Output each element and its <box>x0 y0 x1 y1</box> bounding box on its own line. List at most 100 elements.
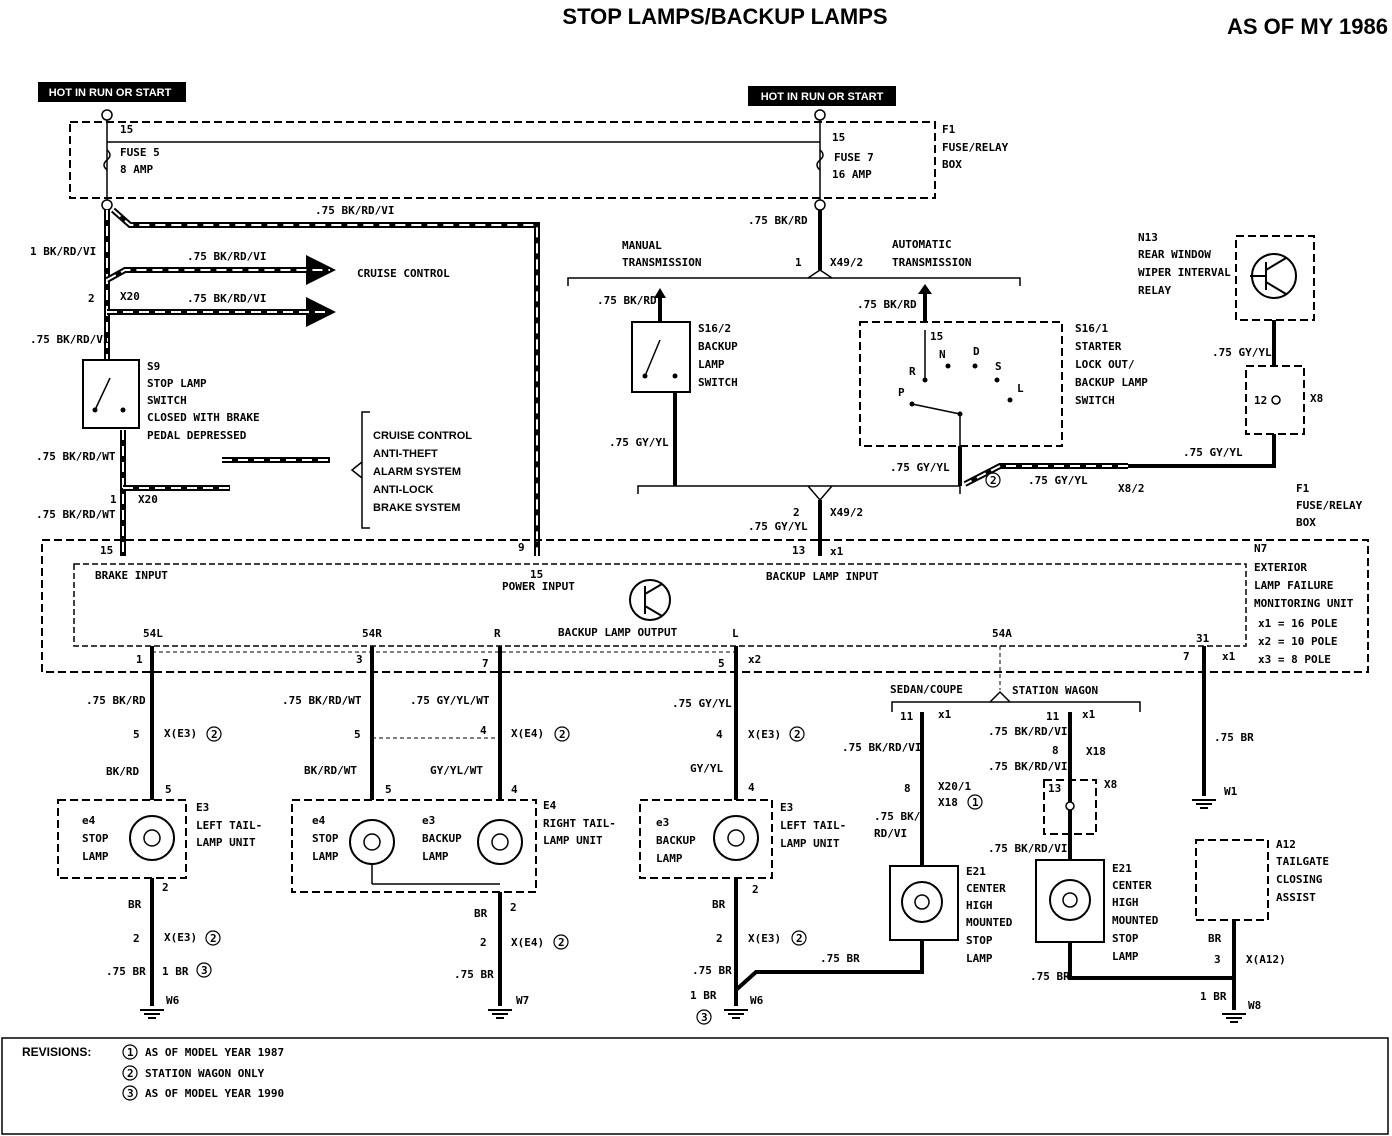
gear-label: N <box>939 348 946 361</box>
right-tail-lamp-unit <box>291 799 537 893</box>
wire-label: .75 BK/RD <box>86 694 146 707</box>
pin-label: 2 <box>510 901 517 914</box>
ground-icon <box>724 1009 748 1019</box>
wire-label: 1 BK/RD/VI <box>30 245 96 258</box>
f1-right-label: FUSE/RELAY <box>1296 499 1363 512</box>
wire-label: BR <box>474 907 488 920</box>
brake-input-label: BRAKE INPUT <box>95 569 168 582</box>
wire-label: .75 GY/YL/WT <box>410 694 490 707</box>
lamp-label: BACKUP <box>656 834 696 847</box>
manual-label: TRANSMISSION <box>622 256 701 269</box>
pin-label: 4 <box>480 724 487 737</box>
e3-label: LEFT TAIL- <box>196 819 262 832</box>
e21-label: HIGH <box>966 899 993 912</box>
backup-input-label: BACKUP LAMP INPUT <box>766 570 879 583</box>
wire-label: .75 BR <box>1214 731 1254 744</box>
wire-label: .75 BK/RD/VI <box>842 741 921 754</box>
wire-label: 1 BR <box>162 965 189 978</box>
auto-label: AUTOMATIC <box>892 238 952 251</box>
ground-w7: W7 <box>516 994 529 1007</box>
pin-label: 5 <box>165 783 172 796</box>
connector-x49-2: X49/2 <box>830 256 863 269</box>
connector-x2: x2 <box>748 653 761 666</box>
pin-label: 3 <box>356 653 363 666</box>
wire-label: GY/YL <box>690 762 723 775</box>
n7-inner-box <box>73 563 1247 647</box>
wire-label: 1 BR <box>1200 990 1227 1003</box>
e21-label: LAMP <box>1112 950 1139 963</box>
connector-x1: x1 <box>830 545 844 558</box>
wire-label: .75 BR <box>106 965 146 978</box>
a12-label: CLOSING <box>1276 873 1323 886</box>
n7-pole-info: x1 = 16 POLE <box>1258 617 1337 630</box>
gear-label: L <box>1017 382 1024 395</box>
connector-xe3: X(E3) <box>748 728 781 741</box>
wire-wagon-ground <box>1068 942 1234 980</box>
s9-label: CLOSED WITH BRAKE <box>147 411 260 424</box>
pin-label: 4 <box>716 728 723 741</box>
wire-label: .75 BR <box>820 952 860 965</box>
pin-label: 8 <box>1052 744 1059 757</box>
connector-x20-1: X20/1 <box>938 780 971 793</box>
fuse7-terminal: 15 <box>832 131 845 144</box>
brace-icon <box>350 411 370 529</box>
power-input-label: POWER INPUT <box>502 580 575 593</box>
wire-label: .75 BK/RD/VI <box>187 292 266 305</box>
n7-id: N7 <box>1254 542 1267 555</box>
n7-label: MONITORING UNIT <box>1254 597 1354 610</box>
wire-label: .75 BK/RD/WT <box>282 694 362 707</box>
wiper-relay <box>1235 235 1315 321</box>
brace-item: ALARM SYSTEM <box>373 466 461 478</box>
ground-icon <box>1222 1013 1246 1023</box>
pin-label: 54R <box>362 627 382 640</box>
wire-label: .75 GY/YL <box>748 520 808 533</box>
pin-label: 5 <box>133 728 140 741</box>
stop-lamp-switch <box>82 359 140 429</box>
wire-label: .75 BK/RD/VI <box>315 204 394 217</box>
pin-label: 2 <box>88 292 95 305</box>
wire-label: .75 BK/RD <box>857 298 917 311</box>
wire-label: .75 BK/RD/WT <box>36 508 116 521</box>
pin-label: 5 <box>718 657 725 670</box>
brace-icon <box>637 485 961 502</box>
s16-2-label: SWITCH <box>698 376 738 389</box>
wire-label: RD/VI <box>874 827 907 840</box>
connector-x8-box <box>1245 365 1305 435</box>
wagon-label: STATION WAGON <box>1012 684 1098 697</box>
e21-label: HIGH <box>1112 896 1139 909</box>
pin-label: 5 <box>354 728 361 741</box>
wire-label: BK/RD/WT <box>304 764 357 777</box>
wire-label: .75 BK/RD <box>748 214 808 227</box>
wire-label: .75 GY/YL <box>672 697 732 710</box>
n7-pole-info: x3 = 8 POLE <box>1258 653 1331 666</box>
s16-2-label: BACKUP <box>698 340 738 353</box>
revision-item: 3 AS OF MODEL YEAR 1990 <box>122 1085 284 1101</box>
e21-label: CENTER <box>966 882 1006 895</box>
s16-2-id: S16/2 <box>698 322 731 335</box>
wire-label: .75 GY/YL <box>609 436 669 449</box>
pin-label: 54L <box>143 627 163 640</box>
lamp-label: LAMP <box>312 850 339 863</box>
connector-x1: x1 <box>938 708 952 721</box>
pin-label: 4 <box>511 783 518 796</box>
connector-x49-2-lower: X49/2 <box>830 506 863 519</box>
wire-label: .75 BR <box>692 964 732 977</box>
connector-x8-2: X8/2 <box>1118 482 1145 495</box>
brace-item: ANTI-THEFT <box>373 448 438 460</box>
backup-output-label: BACKUP LAMP OUTPUT <box>558 626 678 639</box>
e4-id: E4 <box>543 799 557 812</box>
connector-x20-lower: X20 <box>138 493 158 506</box>
pin-label: 2 <box>133 932 140 945</box>
fuse5-terminal: 15 <box>120 123 133 136</box>
hot-label-left: HOT IN RUN OR START <box>49 87 172 99</box>
n7-pole-info: x2 = 10 POLE <box>1258 635 1337 648</box>
model-year: AS OF MY 1986 <box>1227 14 1388 39</box>
pin-label: 3 <box>1214 953 1221 966</box>
e3-backup-label: LEFT TAIL- <box>780 819 846 832</box>
connector-x8: X8 <box>1310 392 1323 405</box>
brace-icon <box>567 269 1021 286</box>
ground-icon <box>488 1009 512 1019</box>
cruise-control-label: CRUISE CONTROL <box>357 267 450 280</box>
starter-lockout-switch <box>859 321 1063 447</box>
